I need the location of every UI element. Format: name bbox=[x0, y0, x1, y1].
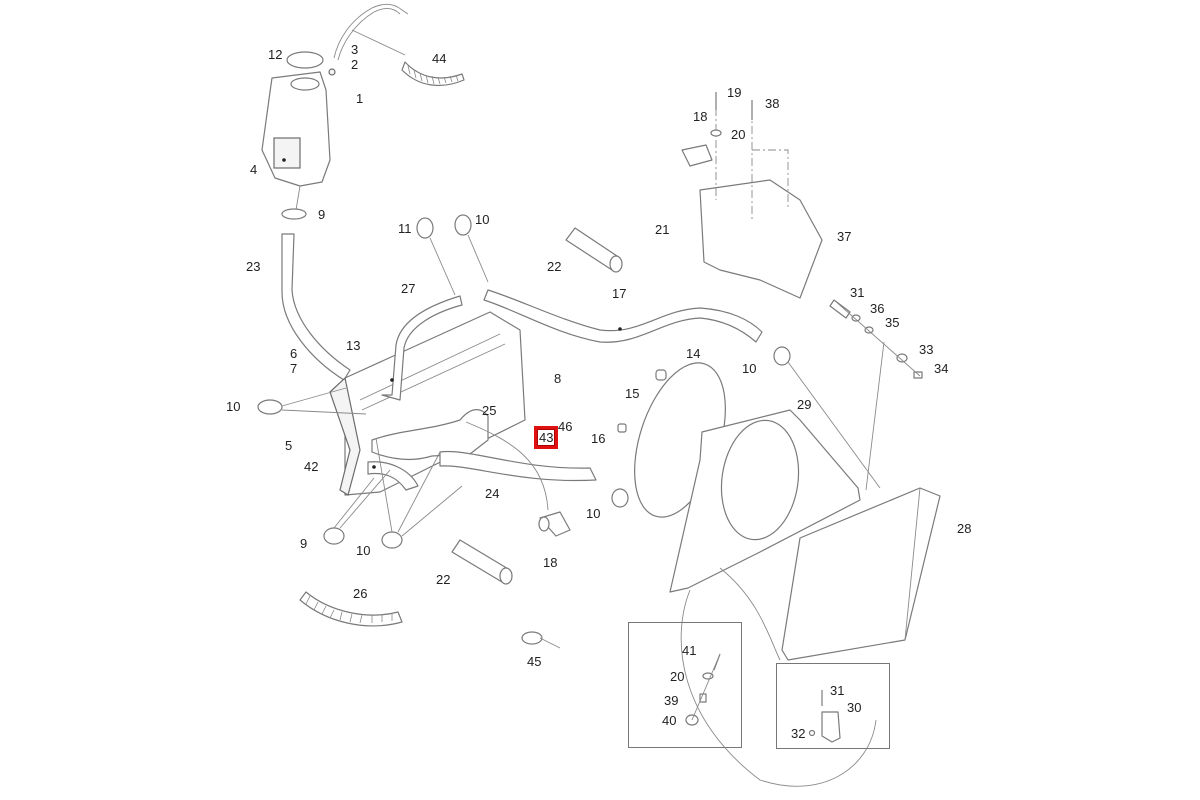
label-35[interactable]: 35 bbox=[885, 315, 900, 330]
label-10-left[interactable]: 10 bbox=[226, 399, 241, 414]
hose-clamp-10-left bbox=[257, 399, 283, 415]
bracket-18-top bbox=[681, 144, 713, 167]
bracket-18-bottom bbox=[539, 511, 571, 537]
label-22-bottom[interactable]: 22 bbox=[436, 572, 451, 587]
label-23[interactable]: 23 bbox=[246, 259, 261, 274]
label-36[interactable]: 36 bbox=[870, 301, 885, 316]
label-30[interactable]: 30 bbox=[847, 700, 862, 715]
label-3[interactable]: 3 bbox=[351, 42, 359, 57]
radiator-fins bbox=[329, 376, 361, 496]
label-34[interactable]: 34 bbox=[934, 361, 949, 376]
label-10-right[interactable]: 10 bbox=[742, 361, 757, 376]
label-7[interactable]: 7 bbox=[290, 361, 298, 376]
label-33[interactable]: 33 bbox=[919, 342, 934, 357]
hose-clamp-10-mid bbox=[611, 488, 629, 508]
label-2[interactable]: 2 bbox=[351, 57, 359, 72]
label-29[interactable]: 29 bbox=[797, 397, 812, 412]
hose-clamp-10-right bbox=[773, 346, 791, 366]
label-17[interactable]: 17 bbox=[612, 286, 627, 301]
hose-27 bbox=[381, 295, 463, 401]
hose-assembly-25 bbox=[371, 409, 489, 461]
cable-tie bbox=[521, 631, 543, 645]
label-12[interactable]: 12 bbox=[268, 47, 283, 62]
clip-30 bbox=[821, 711, 841, 743]
spring-sleeve-26 bbox=[299, 591, 403, 627]
nut-32 bbox=[808, 729, 816, 737]
label-10-top[interactable]: 10 bbox=[475, 212, 490, 227]
hose-clip-2 bbox=[328, 68, 336, 76]
hose-23 bbox=[281, 233, 351, 381]
label-1[interactable]: 1 bbox=[356, 91, 364, 106]
washer-36 bbox=[851, 314, 861, 322]
spring-sleeve-44 bbox=[401, 61, 465, 87]
label-27[interactable]: 27 bbox=[401, 281, 416, 296]
label-9-bottom[interactable]: 9 bbox=[300, 536, 308, 551]
label-31-inset[interactable]: 31 bbox=[830, 683, 845, 698]
label-41[interactable]: 41 bbox=[682, 643, 697, 658]
label-38[interactable]: 38 bbox=[765, 96, 780, 111]
label-21[interactable]: 21 bbox=[655, 222, 670, 237]
inset-detail-clip bbox=[776, 663, 890, 749]
label-22-top[interactable]: 22 bbox=[547, 259, 562, 274]
label-25[interactable]: 25 bbox=[482, 403, 497, 418]
label-46[interactable]: 46 bbox=[558, 419, 573, 434]
label-37[interactable]: 37 bbox=[837, 229, 852, 244]
hose-clamp-10-top bbox=[454, 214, 472, 236]
label-31-top[interactable]: 31 bbox=[850, 285, 865, 300]
label-32[interactable]: 32 bbox=[791, 726, 806, 741]
label-18-top[interactable]: 18 bbox=[693, 109, 708, 124]
label-28[interactable]: 28 bbox=[957, 521, 972, 536]
label-16[interactable]: 16 bbox=[591, 431, 606, 446]
label-15[interactable]: 15 bbox=[625, 386, 640, 401]
label-43-highlighted[interactable]: 43 bbox=[533, 426, 559, 449]
label-45[interactable]: 45 bbox=[527, 654, 542, 669]
mount-bracket-37 bbox=[699, 179, 823, 299]
label-20-inset[interactable]: 20 bbox=[670, 669, 685, 684]
hose-17 bbox=[483, 289, 763, 343]
clip-16 bbox=[617, 423, 627, 433]
label-20-top[interactable]: 20 bbox=[731, 127, 746, 142]
label-10-bottom[interactable]: 10 bbox=[356, 543, 371, 558]
inset-detail-fasteners bbox=[628, 622, 742, 748]
nut-33 bbox=[896, 353, 908, 363]
label-13[interactable]: 13 bbox=[346, 338, 361, 353]
label-9-top[interactable]: 9 bbox=[318, 207, 326, 222]
strap-line bbox=[465, 421, 549, 511]
label-10-mid[interactable]: 10 bbox=[586, 506, 601, 521]
washer-20-top bbox=[710, 129, 722, 137]
reservoir-cap bbox=[286, 51, 324, 69]
label-8[interactable]: 8 bbox=[554, 371, 562, 386]
label-44[interactable]: 44 bbox=[432, 51, 447, 66]
hose-clamp-9-bottom bbox=[323, 527, 345, 545]
label-11[interactable]: 11 bbox=[398, 221, 412, 236]
label-6[interactable]: 6 bbox=[290, 346, 298, 361]
hose-24 bbox=[439, 450, 597, 482]
washer-35 bbox=[864, 326, 874, 334]
label-40[interactable]: 40 bbox=[662, 713, 677, 728]
label-5[interactable]: 5 bbox=[285, 438, 293, 453]
cap-34 bbox=[913, 371, 923, 379]
label-19[interactable]: 19 bbox=[727, 85, 742, 100]
hose-clamp-11 bbox=[416, 217, 434, 239]
label-4[interactable]: 4 bbox=[250, 162, 258, 177]
label-24[interactable]: 24 bbox=[485, 486, 500, 501]
label-26[interactable]: 26 bbox=[353, 586, 368, 601]
label-18-bottom[interactable]: 18 bbox=[543, 555, 558, 570]
grommet-15 bbox=[655, 369, 667, 381]
label-42[interactable]: 42 bbox=[304, 459, 319, 474]
label-14[interactable]: 14 bbox=[686, 346, 701, 361]
overflow-tube bbox=[333, 3, 409, 59]
bolt-31 bbox=[829, 299, 851, 319]
hose-42 bbox=[367, 461, 419, 491]
label-39[interactable]: 39 bbox=[664, 693, 679, 708]
hose-clamp-9-top bbox=[281, 208, 307, 220]
hose-clamp-10-bottom bbox=[381, 531, 403, 549]
